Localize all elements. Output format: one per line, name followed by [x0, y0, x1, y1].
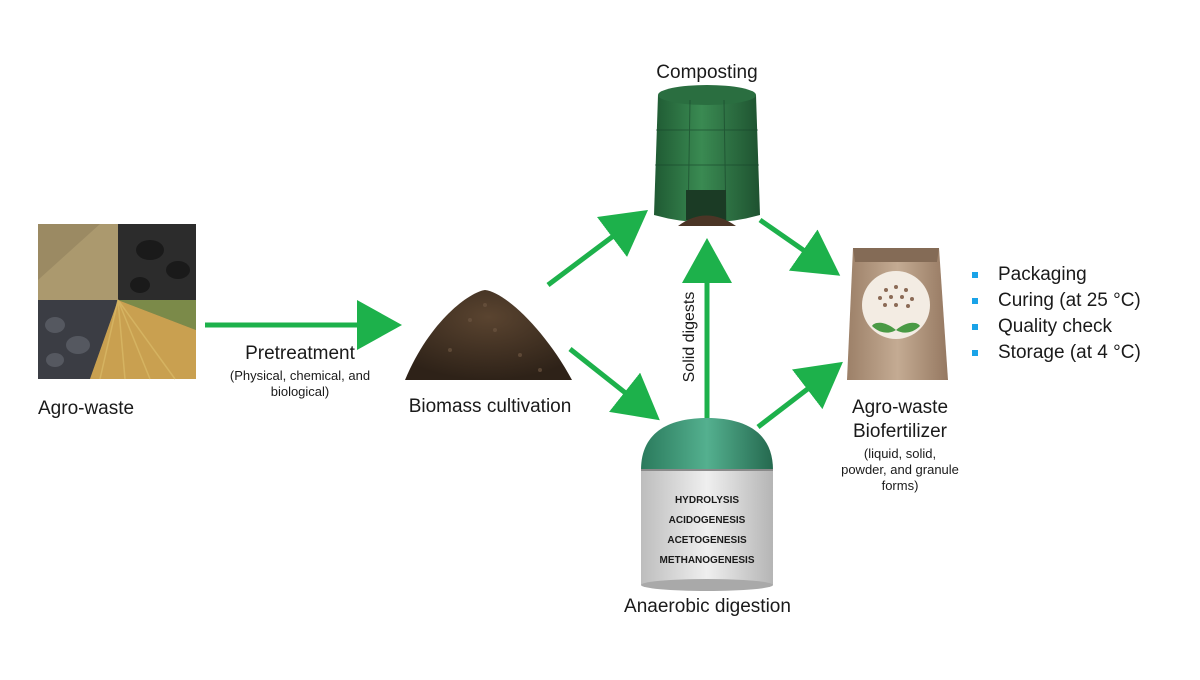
agro-waste-image: [38, 224, 196, 380]
arrow-biomass-to-composting: [546, 210, 648, 287]
biofertilizer-forms: (liquid, solid, powder, and granule form…: [830, 446, 970, 494]
list-item: Curing (at 25 °C): [968, 288, 1141, 314]
bullet-icon: [972, 298, 978, 304]
fertilizer-bag-image: [847, 248, 948, 380]
pretreatment-sublabel: (Physical, chemical, and biological): [190, 368, 410, 400]
anaerobic-digester-image: [641, 418, 773, 591]
biofertilizer-forms-line-1: (liquid, solid,: [863, 446, 937, 461]
pretreatment-sublabel-line-1: (Physical, chemical, and: [229, 368, 371, 383]
list-item: Quality check: [968, 314, 1141, 340]
biofertilizer-label-line-2: Biofertilizer: [853, 421, 947, 442]
agro-waste-label: Agro-waste: [38, 398, 135, 419]
biomass-cultivation-label: Biomass cultivation: [408, 396, 572, 417]
biofertilizer-forms-line-3: forms): [881, 478, 919, 493]
step-label: Storage (at 4 °C): [998, 342, 1141, 363]
bullet-icon: [972, 324, 978, 330]
list-item: Packaging: [968, 262, 1141, 288]
compost-bin-image: [654, 85, 760, 226]
digester-stage-list: HYDROLYSIS ACIDOGENESIS ACETOGENESIS MET…: [659, 495, 754, 566]
biomass-pile-image: [405, 290, 572, 380]
flow-arrows: [205, 210, 843, 429]
stage-acetogenesis: ACETOGENESIS: [667, 535, 747, 546]
bullet-icon: [972, 350, 978, 356]
stage-methanogenesis: METHANOGENESIS: [659, 555, 754, 566]
step-label: Quality check: [998, 316, 1113, 337]
step-label: Packaging: [998, 264, 1087, 285]
arrow-anaerobic-to-biofertilizer: [756, 361, 843, 429]
step-label: Curing (at 25 °C): [998, 290, 1141, 311]
bullet-icon: [972, 272, 978, 278]
pretreatment-sublabel-line-2: biological): [270, 384, 330, 399]
biofertilizer-label-line-1: Agro-waste: [851, 397, 949, 418]
post-processing-list: Packaging Curing (at 25 °C) Quality chec…: [968, 262, 1141, 366]
stage-hydrolysis: HYDROLYSIS: [675, 495, 739, 506]
anaerobic-digestion-label: Anaerobic digestion: [624, 596, 791, 617]
arrow-composting-to-biofertilizer: [758, 217, 841, 276]
biofertilizer-label: Agro-waste Biofertilizer: [840, 396, 960, 444]
solid-digests-label: Solid digests: [681, 291, 698, 383]
pretreatment-label: Pretreatment: [245, 343, 355, 364]
arrow-biomass-to-anaerobic: [568, 347, 660, 421]
biofertilizer-forms-line-2: powder, and granule: [841, 462, 959, 477]
stage-acidogenesis: ACIDOGENESIS: [669, 515, 746, 526]
composting-label: Composting: [656, 62, 758, 83]
list-item: Storage (at 4 °C): [968, 340, 1141, 366]
